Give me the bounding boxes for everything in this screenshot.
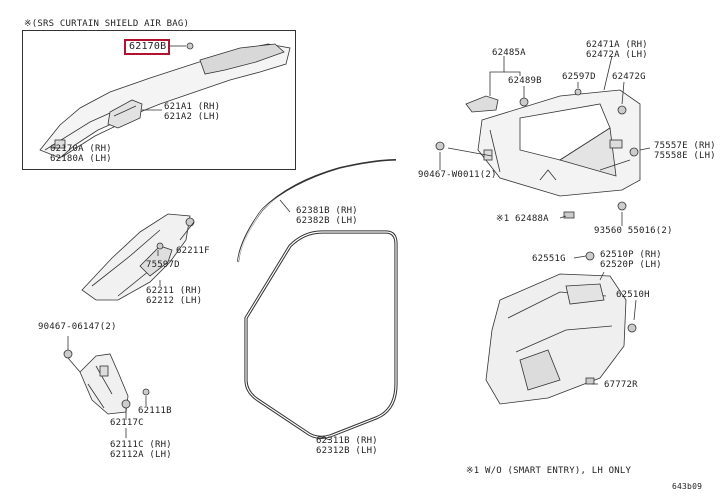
part-label[interactable]: 67772R bbox=[604, 380, 638, 390]
cowl-side-trim bbox=[63, 349, 150, 415]
part-label[interactable]: 62472A (LH) bbox=[586, 50, 648, 60]
part-label[interactable]: 62311B (RH) bbox=[316, 436, 378, 446]
part-label[interactable]: 93560 55016(2) bbox=[594, 226, 673, 236]
part-label[interactable]: 62170A (RH) bbox=[50, 144, 112, 154]
part-label[interactable]: 62510H bbox=[616, 290, 650, 300]
part-62170b-label[interactable]: 62170B bbox=[129, 41, 167, 52]
part-label[interactable]: 75558E (LH) bbox=[654, 151, 716, 161]
part-label[interactable]: 62180A (LH) bbox=[50, 154, 112, 164]
part-label[interactable]: 62551G bbox=[532, 254, 566, 264]
quarter-trim-upper bbox=[477, 89, 641, 197]
part-label[interactable]: 75597D bbox=[146, 260, 180, 270]
part-label[interactable]: 62597D bbox=[562, 72, 596, 82]
part-label[interactable]: 62510P (RH) bbox=[600, 250, 662, 260]
part-label[interactable]: 62382B (LH) bbox=[296, 216, 358, 226]
part-label[interactable]: 62472G bbox=[612, 72, 646, 82]
part-label[interactable]: 62211F bbox=[176, 246, 210, 256]
part-label[interactable]: 62212 (LH) bbox=[146, 296, 203, 306]
part-label[interactable]: 62489B bbox=[508, 76, 542, 86]
diagram-id: 643b09 bbox=[672, 482, 703, 491]
part-label[interactable]: 90467-06147(2) bbox=[38, 322, 117, 332]
part-label[interactable]: 62112A (LH) bbox=[110, 450, 172, 460]
part-label[interactable]: 62381B (RH) bbox=[296, 206, 358, 216]
part-label[interactable]: 90467-W0011(2) bbox=[418, 170, 497, 180]
part-label[interactable]: 62520P (LH) bbox=[600, 260, 662, 270]
clip-assembly-inset bbox=[107, 42, 194, 129]
footnote: ※1 W/O (SMART ENTRY), LH ONLY bbox=[466, 466, 632, 476]
quarter-trim-lower bbox=[485, 251, 637, 405]
pillar-trim-center bbox=[81, 213, 195, 301]
highlight-box bbox=[124, 39, 170, 55]
part-label[interactable]: 62111C (RH) bbox=[110, 440, 172, 450]
part-label[interactable]: 621A1 (RH) bbox=[164, 102, 221, 112]
part-label[interactable]: 62471A (RH) bbox=[586, 40, 648, 50]
trim-clip-upper bbox=[435, 88, 639, 219]
part-label[interactable]: 621A2 (LH) bbox=[164, 112, 221, 122]
part-label[interactable]: 62312B (LH) bbox=[316, 446, 378, 456]
inset-frame bbox=[22, 30, 296, 170]
part-label[interactable]: 62111B bbox=[138, 406, 172, 416]
part-label[interactable]: ※1 62488A bbox=[496, 214, 549, 224]
part-label[interactable]: 75557E (RH) bbox=[654, 141, 716, 151]
part-label[interactable]: 62117C bbox=[110, 418, 144, 428]
inset-title: ※(SRS CURTAIN SHIELD AIR BAG) bbox=[24, 19, 190, 29]
part-label[interactable]: 62485A bbox=[492, 48, 526, 58]
part-label[interactable]: 62211 (RH) bbox=[146, 286, 203, 296]
